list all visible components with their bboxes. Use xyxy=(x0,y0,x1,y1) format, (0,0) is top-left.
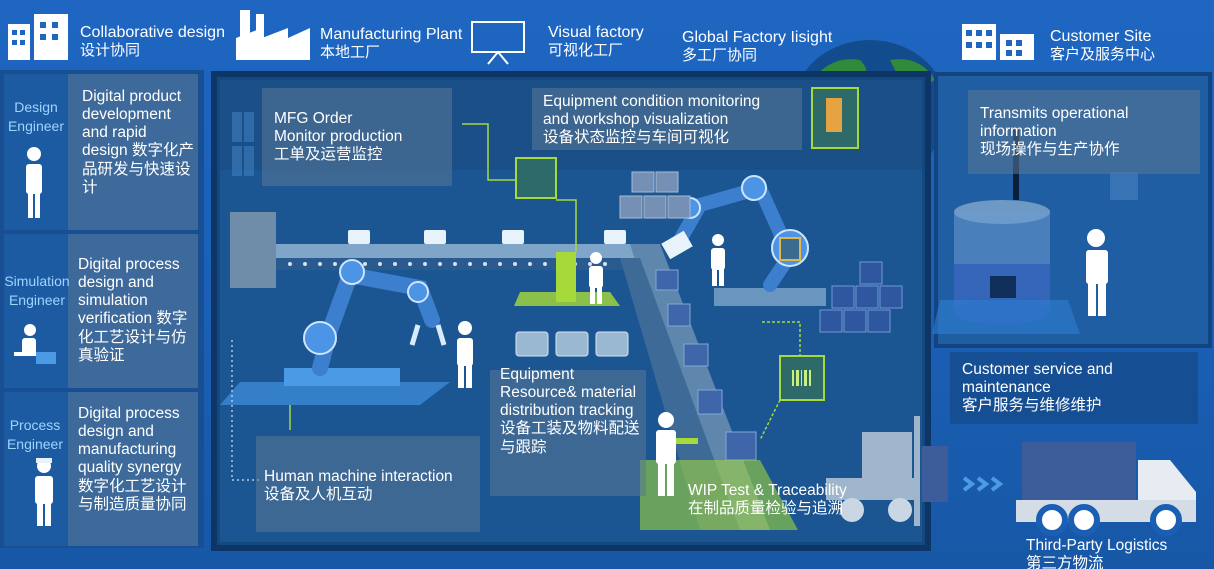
equipment-monitor-zh: 设备状态监控与车间可视化 xyxy=(543,129,730,147)
person-icon xyxy=(656,412,698,496)
design-desc-en: Digital product development and rapid de… xyxy=(82,88,182,160)
simulation-engineer-role: Simulation Engineer xyxy=(4,273,70,308)
process-desc-zh: 数字化工艺设计与制造质量协同 xyxy=(78,477,187,513)
process-desc: Digital process design and manufacturing… xyxy=(78,405,194,514)
design-desc-zh: 数字化产品研发与快速设计 xyxy=(82,142,195,196)
simulation-desc: Digital process design and simulation ve… xyxy=(78,256,194,365)
machine-block xyxy=(230,212,276,288)
person-icon xyxy=(14,324,54,356)
design-desc-box xyxy=(68,74,198,230)
global-en: Global Factory Iisight xyxy=(682,29,833,46)
logistics-zh: 第三方物流 xyxy=(1026,555,1104,569)
top-icons xyxy=(8,10,1034,65)
top-customer-label: Customer Site 客户及服务中心 xyxy=(1050,28,1155,64)
mfg-order-en1: MFG Order xyxy=(274,110,353,127)
mfg-order-zh: 工单及运营监控 xyxy=(274,146,383,164)
process-desc-box xyxy=(68,392,198,546)
wip-zh: 在制品质量检验与追溯 xyxy=(688,500,844,518)
person-icon xyxy=(26,147,42,218)
service-box xyxy=(950,352,1198,424)
box-icon xyxy=(655,269,757,461)
hmi-box xyxy=(256,436,480,532)
robot-arm-icon xyxy=(303,259,447,376)
top-global-label: Global Factory Iisight 多工厂协同 xyxy=(682,29,832,65)
plant-zh: 本地工厂 xyxy=(320,44,381,62)
simulation-desc-zh: 数字化工艺设计与仿真验证 xyxy=(78,310,188,364)
person-icon xyxy=(711,234,725,286)
projector-screen-icon xyxy=(471,21,525,65)
top-plant-label: Manufacturing Plant 本地工厂 xyxy=(320,26,462,62)
equipment-monitor-en1: Equipment condition monitoring xyxy=(543,93,761,110)
barcode-icon xyxy=(759,321,825,441)
global-zh: 多工厂协同 xyxy=(682,47,758,65)
visual-zh: 可视化工厂 xyxy=(548,42,624,60)
equipment-monitor-text: Equipment condition monitoring and works… xyxy=(543,93,803,147)
box-stack xyxy=(819,261,903,333)
person-icon xyxy=(589,252,603,304)
truck-icon xyxy=(1016,442,1196,536)
thermometer-icon xyxy=(811,87,859,149)
tablet-icon xyxy=(515,157,557,199)
hmi-en: Human machine interaction xyxy=(264,468,453,485)
person-icon xyxy=(1086,229,1108,316)
tank-icon xyxy=(515,331,629,357)
plant-en: Manufacturing Plant xyxy=(320,26,463,43)
collab-en: Collaborative design xyxy=(80,24,225,41)
simulation-desc-box xyxy=(68,234,198,388)
process-desc-en: Digital process design and manufacturing… xyxy=(78,405,182,477)
mfg-order-en2: Monitor production xyxy=(274,128,403,146)
wip-en: WIP Test & Traceability xyxy=(688,482,847,499)
design-engineer-role: Design Engineer xyxy=(7,99,65,134)
process-engineer-role: Process Engineer xyxy=(6,417,64,452)
box-stack xyxy=(619,171,691,219)
logistics-en: Third-Party Logistics xyxy=(1026,537,1168,554)
cargo-block xyxy=(922,446,948,502)
collab-zh: 设计协同 xyxy=(80,42,141,60)
window-icon xyxy=(232,112,254,176)
tank-icon xyxy=(932,130,1080,334)
customer-en: Customer Site xyxy=(1050,28,1152,45)
design-desc: Digital product development and rapid de… xyxy=(82,88,194,197)
transmits-en: Transmits operational information xyxy=(980,105,1129,141)
tablet-icon xyxy=(556,252,576,302)
hmi-text: Human machine interaction 设备及人机互动 xyxy=(264,468,478,504)
resource-box xyxy=(490,370,646,496)
service-en: Customer service and maintenance xyxy=(962,361,1113,397)
resource-zh: 设备工装及物料配送与跟踪 xyxy=(500,420,640,456)
resource-en: Equipment Resource& material distributio… xyxy=(500,366,637,420)
resource-text: Equipment Resource& material distributio… xyxy=(500,366,642,457)
customer-zh: 客户及服务中心 xyxy=(1050,46,1156,64)
motor-icon xyxy=(348,230,626,244)
person-icon xyxy=(35,458,53,526)
transmits-zh: 现场操作与生产协作 xyxy=(980,141,1120,159)
mfg-order-box xyxy=(262,88,452,186)
equipment-monitor-en2: and workshop visualization xyxy=(543,111,729,129)
equipment-monitor-box xyxy=(532,88,802,150)
laptop-icon xyxy=(36,352,56,364)
factory-icon xyxy=(236,10,310,60)
top-visual-label: Visual factory 可视化工厂 xyxy=(548,24,644,60)
hmi-zh: 设备及人机互动 xyxy=(264,486,373,504)
simulation-desc-en: Digital process design and simulation ve… xyxy=(78,256,180,328)
visual-en: Visual factory xyxy=(548,24,644,41)
service-text: Customer service and maintenance 客户服务与维修… xyxy=(962,361,1192,415)
logistics-text: Third-Party Logistics 第三方物流 xyxy=(1026,537,1206,569)
arrow-icon xyxy=(962,476,1004,492)
transmits-text: Transmits operational information 现场操作与生… xyxy=(980,105,1194,159)
wip-text: WIP Test & Traceability 在制品质量检验与追溯 xyxy=(688,482,878,518)
person-icon xyxy=(457,321,473,388)
transmits-box xyxy=(968,90,1200,174)
top-collab-label: Collaborative design 设计协同 xyxy=(80,24,225,60)
forklift-icon xyxy=(826,416,920,526)
service-zh: 客户服务与维修维护 xyxy=(962,397,1102,415)
mfg-order-text: MFG Order Monitor production 工单及运营监控 xyxy=(274,110,450,164)
